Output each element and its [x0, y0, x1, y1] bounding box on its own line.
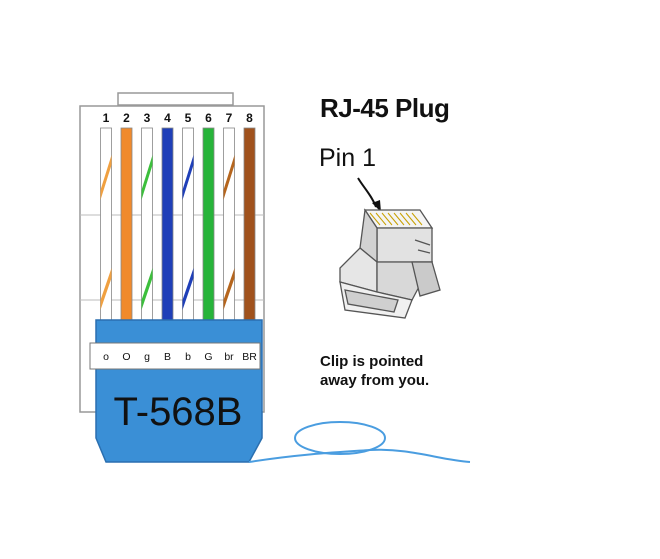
standard-label: T-568B: [114, 390, 243, 434]
pin-number-4: 4: [164, 111, 171, 125]
pin-number-8: 8: [246, 111, 253, 125]
wire-pin-1: [100, 127, 112, 323]
color-code-8: BR: [242, 351, 257, 363]
color-code-6: G: [204, 351, 212, 363]
color-code-7: br: [224, 351, 234, 363]
wire-pin-5: [182, 127, 194, 323]
clip-note-line: away from you.: [320, 372, 430, 389]
wire-pin-8: [243, 127, 256, 323]
pin-number-3: 3: [144, 111, 151, 125]
color-code-3: g: [144, 351, 150, 363]
pin1-label: Pin 1: [319, 144, 376, 172]
clip-note: Clip is pointed away from you.: [320, 352, 480, 390]
pin1-arrowhead: [372, 200, 381, 212]
pin-number-1: 1: [103, 111, 110, 125]
color-code-2: O: [122, 351, 130, 363]
color-code-4: B: [164, 351, 171, 363]
color-code-5: b: [185, 351, 191, 363]
clip-note-line: Clip is pointed: [320, 353, 424, 370]
pin-number-6: 6: [205, 111, 212, 125]
wire-pin-7: [223, 127, 235, 323]
wire-pin-4: [161, 127, 174, 323]
wire-pin-2: [120, 127, 133, 323]
rj45-plug-illustration: [339, 208, 441, 319]
wire-pin-3: [141, 127, 153, 323]
plug-title: RJ-45 Plug: [320, 93, 450, 123]
plug-top-tab: [117, 92, 234, 106]
wire-pin-6: [202, 127, 215, 323]
pin-number-5: 5: [185, 111, 192, 125]
color-code-strip: [89, 342, 261, 370]
pin-number-7: 7: [226, 111, 233, 125]
color-code-1: o: [103, 351, 109, 363]
pin-number-2: 2: [123, 111, 130, 125]
cable-loop: [294, 421, 386, 455]
wire-group: [100, 127, 256, 323]
